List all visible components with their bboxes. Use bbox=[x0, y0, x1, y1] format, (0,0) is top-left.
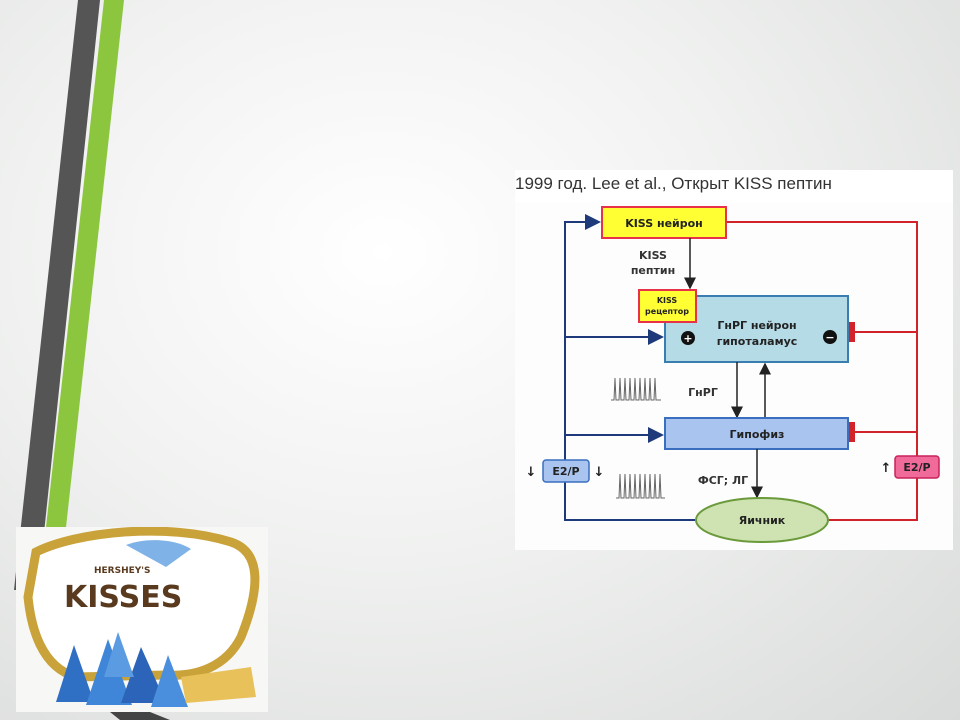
positive-feedback-lines bbox=[710, 212, 918, 521]
kiss-receptor-label-1: KISS bbox=[657, 296, 678, 305]
dark-stripe-bottom bbox=[110, 712, 170, 720]
e2p-left-down-arrow-2: ↓ bbox=[594, 465, 605, 480]
kiss-receptor-label-2: рецептор bbox=[645, 307, 689, 316]
product-text: KISSES bbox=[64, 580, 182, 615]
figure-title: 1999 год. Lee et al., Открыт KISS пептин bbox=[515, 174, 832, 193]
e2p-right-up-arrow: ↑ bbox=[881, 461, 892, 476]
candy-1 bbox=[56, 645, 94, 702]
e2p-left-label: E2/P bbox=[552, 465, 579, 478]
e2p-left-box bbox=[542, 459, 590, 483]
wrapper-foil bbox=[126, 540, 191, 567]
kisses-photo: HERSHEY'S KISSES bbox=[16, 527, 268, 712]
fsh-lh-label: ФСГ; ЛГ bbox=[698, 474, 748, 487]
kiss-receptor-box bbox=[638, 289, 697, 323]
hormone-diagram: KISS нейрон KISS пептин ГнРГ нейрон гипо… bbox=[515, 202, 953, 550]
brand-text: HERSHEY'S bbox=[94, 566, 151, 576]
candy-5 bbox=[104, 632, 134, 677]
candy-4 bbox=[151, 655, 188, 707]
gnrh-pulse-graphic bbox=[611, 377, 661, 401]
ovary-label: Яичник bbox=[739, 514, 786, 527]
candy-3 bbox=[121, 647, 166, 703]
e2p-right-label: E2/P bbox=[903, 461, 930, 474]
wrapper-bag bbox=[23, 527, 260, 682]
gnrh-neuron-label-1: ГнРГ нейрон bbox=[717, 319, 796, 332]
fsh-lh-pulse-graphic bbox=[616, 473, 665, 499]
ovary-ellipse bbox=[695, 497, 829, 543]
pituitary-label: Гипофиз bbox=[730, 428, 785, 441]
dark-stripe bbox=[14, 0, 100, 590]
kiss-diagram-figure: 1999 год. Lee et al., Открыт KISS пептин bbox=[515, 170, 953, 550]
kiss-peptide-label-2: пептин bbox=[631, 264, 675, 277]
ribbon bbox=[181, 667, 256, 703]
e2p-left-down-arrow-1: ↓ bbox=[526, 465, 537, 480]
kiss-neuron-box bbox=[601, 206, 727, 239]
plus-sign: + bbox=[683, 332, 692, 345]
kiss-neuron-label: KISS нейрон bbox=[625, 217, 703, 230]
negative-feedback-lines bbox=[564, 214, 695, 521]
kiss-peptide-label-1: KISS bbox=[639, 249, 667, 262]
gnrh-label: ГнРГ bbox=[688, 386, 718, 399]
plus-badge bbox=[681, 331, 695, 345]
minus-sign: − bbox=[825, 331, 834, 344]
pituitary-box bbox=[664, 417, 849, 450]
minus-badge bbox=[823, 330, 837, 344]
green-stripe bbox=[38, 0, 124, 600]
e2p-right-box bbox=[894, 455, 940, 479]
gnrh-neuron-label-2: гипоталамус bbox=[717, 335, 798, 348]
